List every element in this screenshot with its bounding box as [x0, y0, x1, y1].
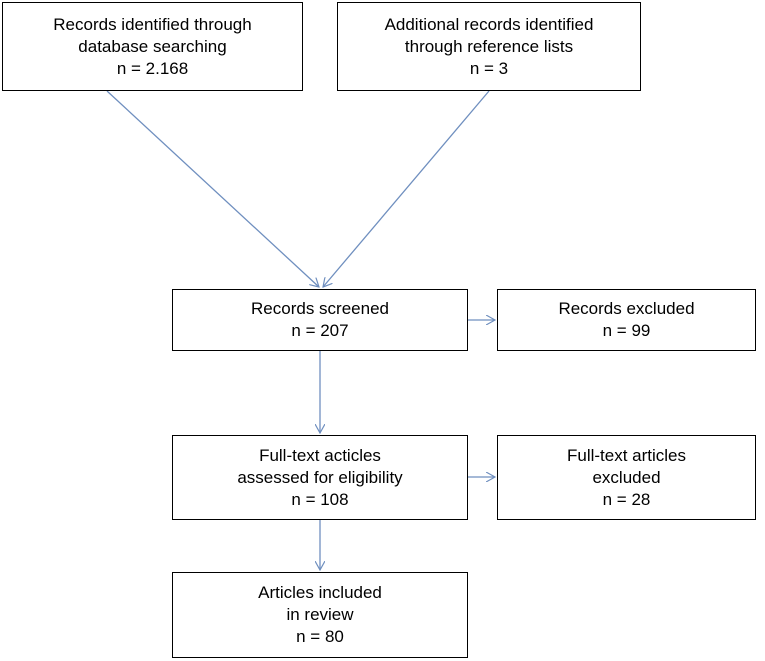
- box-count: n = 28: [602, 489, 651, 509]
- arrow-database-to-screened: [106, 90, 319, 287]
- box-records-excluded: Records excluded n = 99: [497, 289, 756, 351]
- box-line: Articles included: [258, 583, 382, 602]
- box-records-screened: Records screened n = 207: [172, 289, 468, 351]
- box-records-identified-references: Additional records identified through re…: [337, 2, 641, 91]
- box-line: Additional records identified: [384, 14, 594, 34]
- box-fulltext-excluded: Full-text articles excluded n = 28: [497, 435, 756, 520]
- box-fulltext-assessed: Full-text acticles assessed for eligibil…: [172, 435, 468, 520]
- box-line: database searching: [78, 36, 227, 56]
- box-records-identified-database: Records identified through database sear…: [2, 2, 303, 91]
- box-count: n = 108: [291, 489, 349, 509]
- box-line: Records excluded: [558, 299, 695, 318]
- arrow-references-to-screened: [323, 90, 490, 287]
- box-count: n = 99: [602, 321, 651, 340]
- box-count: n = 80: [296, 627, 344, 646]
- box-line: Records identified through: [53, 14, 252, 34]
- box-articles-included: Articles included in review n = 80: [172, 572, 468, 658]
- box-line: in review: [286, 605, 354, 624]
- box-line: Records screened: [251, 299, 389, 318]
- box-line: excluded: [592, 467, 661, 487]
- box-line: Full-text acticles: [259, 445, 381, 465]
- box-line: assessed for eligibility: [237, 467, 403, 487]
- box-line: through reference lists: [404, 36, 574, 56]
- box-line: Full-text articles: [566, 445, 687, 465]
- box-count: n = 2.168: [116, 58, 189, 78]
- box-count: n = 207: [291, 321, 349, 340]
- box-count: n = 3: [469, 58, 509, 78]
